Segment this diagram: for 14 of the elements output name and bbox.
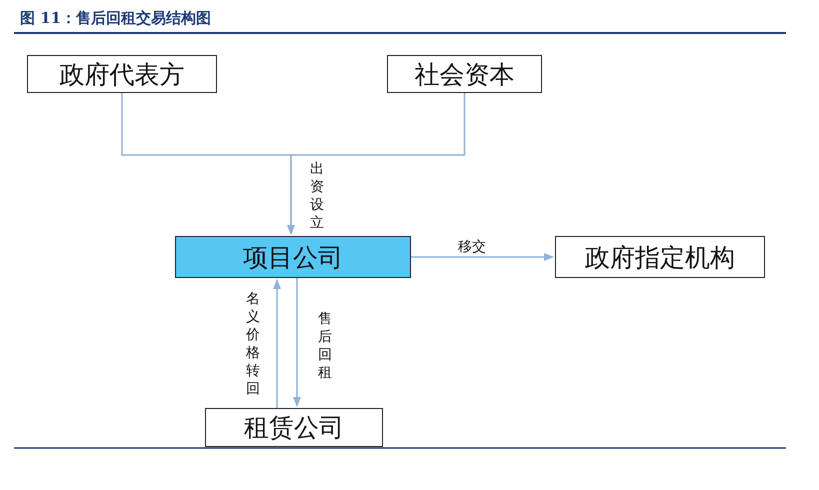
process-box: 政府指定机构	[555, 236, 765, 278]
process-box: 项目公司	[175, 236, 411, 278]
figure-title: 图 11：售后回租交易结构图	[20, 9, 212, 28]
edge-label: 移交	[458, 238, 486, 256]
edge-label: 出资设立	[310, 160, 325, 232]
arrow	[287, 93, 466, 235]
arrow	[411, 253, 554, 261]
edge-label: 名义价格转回	[246, 290, 261, 398]
process-box: 租赁公司	[205, 408, 383, 447]
arrow	[273, 279, 281, 408]
process-box: 社会资本	[387, 55, 542, 93]
arrow	[293, 278, 301, 407]
edge-label: 售后回租	[318, 310, 333, 382]
process-box: 政府代表方	[27, 55, 217, 93]
